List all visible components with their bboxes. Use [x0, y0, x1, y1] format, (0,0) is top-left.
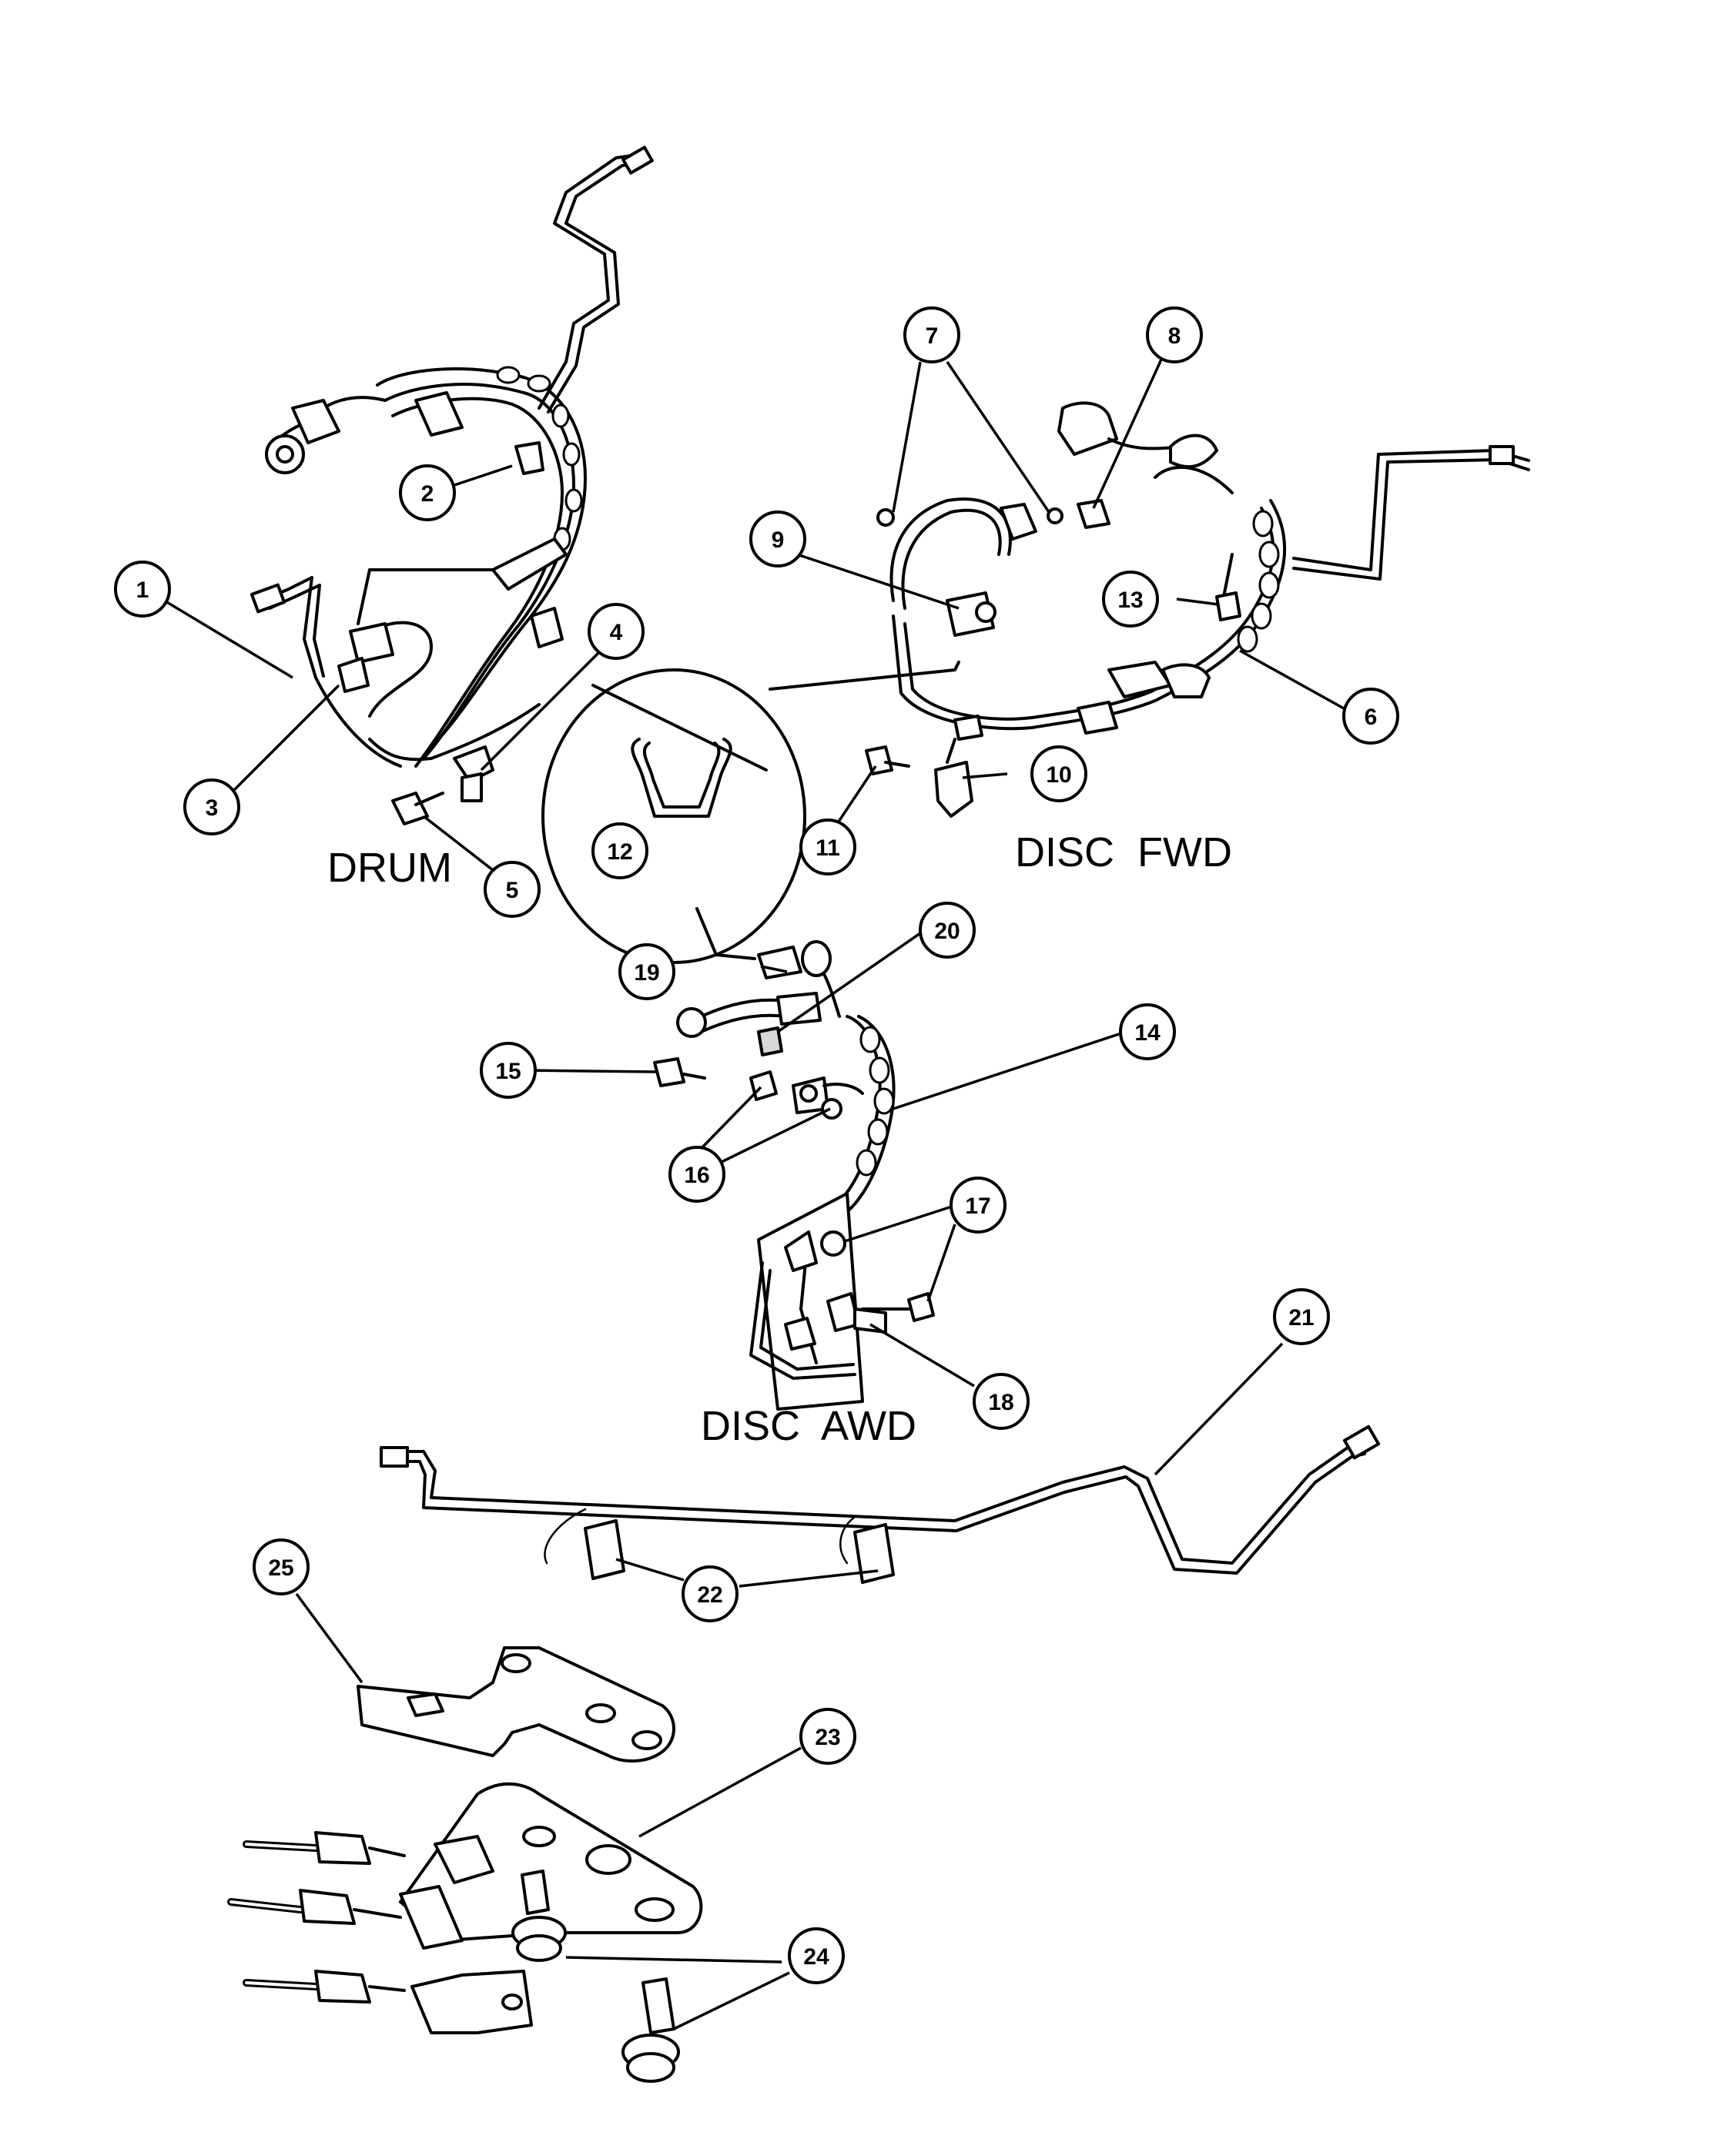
brake-tube-21-assembly [380, 1424, 1381, 1584]
callout-15: 15 [480, 1042, 537, 1099]
callout-20: 20 [919, 902, 976, 959]
svg-text:4: 4 [610, 620, 623, 645]
callout-25: 25 [253, 1538, 310, 1595]
disc-fwd-brake-line-assembly [865, 401, 1530, 818]
leader-lines [161, 352, 1345, 2030]
callout-9: 9 [749, 511, 806, 567]
svg-text:22: 22 [697, 1582, 722, 1608]
callout-1: 1 [114, 561, 171, 618]
svg-text:9: 9 [772, 527, 785, 553]
label-drum: DRUM [327, 845, 452, 891]
callout-17: 17 [950, 1177, 1007, 1234]
callout-21: 21 [1273, 1288, 1330, 1345]
svg-text:13: 13 [1117, 588, 1143, 613]
callout-24: 24 [788, 1927, 845, 1984]
svg-text:23: 23 [815, 1725, 840, 1750]
label-disc-fwd: DISC FWD [1015, 829, 1232, 875]
callout-13: 13 [1102, 571, 1159, 628]
svg-text:3: 3 [206, 795, 219, 821]
bracket-23-assembly [227, 1782, 703, 2083]
label-disc-awd: DISC AWD [701, 1403, 916, 1449]
svg-text:21: 21 [1288, 1305, 1314, 1331]
svg-text:19: 19 [634, 960, 659, 986]
svg-text:18: 18 [988, 1390, 1013, 1415]
svg-text:16: 16 [684, 1163, 709, 1188]
callout-3: 3 [183, 778, 240, 835]
svg-text:6: 6 [1365, 705, 1378, 730]
callout-5: 5 [484, 861, 541, 918]
bracket-25 [357, 1646, 675, 1763]
callout-7: 7 [903, 306, 960, 363]
svg-text:17: 17 [965, 1194, 990, 1219]
svg-text:12: 12 [607, 839, 632, 865]
svg-text:15: 15 [495, 1059, 521, 1084]
svg-text:1: 1 [136, 578, 149, 603]
callout-6: 6 [1342, 688, 1399, 745]
svg-text:10: 10 [1046, 762, 1071, 788]
svg-text:7: 7 [926, 323, 939, 349]
callout-23: 23 [799, 1708, 856, 1765]
svg-text:8: 8 [1168, 323, 1181, 349]
callout-22: 22 [682, 1565, 739, 1622]
svg-text:25: 25 [268, 1555, 293, 1581]
svg-text:11: 11 [816, 835, 840, 861]
svg-text:2: 2 [421, 481, 434, 507]
disc-awd-brake-line-assembly [653, 940, 935, 1411]
callout-14: 14 [1119, 1003, 1176, 1060]
svg-text:24: 24 [803, 1944, 829, 1970]
drum-brake-line-assembly [250, 146, 654, 825]
svg-text:5: 5 [506, 878, 519, 903]
callout-16: 16 [668, 1146, 725, 1203]
callout-10: 10 [1030, 745, 1087, 802]
callout-4: 4 [588, 603, 645, 660]
callout-11: 11 [799, 819, 856, 875]
svg-text:14: 14 [1134, 1020, 1161, 1046]
callout-12: 12 [591, 822, 648, 879]
callout-8: 8 [1146, 306, 1203, 363]
clip-detail-magnifier [541, 661, 960, 964]
callout-18: 18 [973, 1373, 1030, 1430]
callout-19: 19 [618, 943, 675, 1000]
callout-2: 2 [399, 464, 456, 521]
svg-text:20: 20 [934, 919, 960, 944]
